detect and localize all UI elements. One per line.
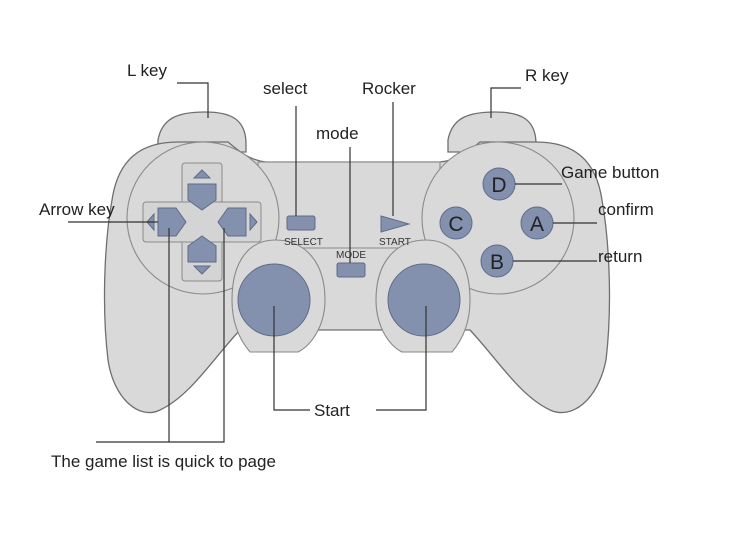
- action-panel: [421, 141, 575, 295]
- label-start: Start: [314, 401, 350, 420]
- button-c-label: C: [448, 213, 463, 236]
- select-button-label: SELECT: [284, 237, 323, 248]
- button-c: [439, 206, 473, 240]
- label-return: return: [598, 247, 642, 266]
- dpad-right-icon: [249, 212, 258, 232]
- leader-quick-page-right: [169, 228, 225, 443]
- start-button: [380, 215, 411, 233]
- dpad-down-key: [187, 235, 217, 263]
- label-mode: mode: [316, 124, 359, 143]
- label-confirm: confirm: [598, 200, 654, 219]
- select-button: [286, 215, 316, 231]
- center-panel: [257, 161, 441, 249]
- mode-button: [336, 262, 366, 278]
- button-d-label: D: [491, 174, 506, 197]
- label-game-button: Game button: [561, 163, 659, 182]
- dpad-down-icon: [192, 265, 212, 275]
- mode-button-label: MODE: [336, 250, 366, 261]
- dpad-right-key: [217, 207, 247, 237]
- label-quick-page: The game list is quick to page: [51, 452, 276, 471]
- label-r-key: R key: [525, 66, 569, 85]
- leader-r-key: [490, 87, 521, 118]
- dpad-up-key: [187, 183, 217, 211]
- button-b-label: B: [490, 251, 504, 274]
- start-button-label: START: [379, 237, 411, 248]
- leader-start-right: [376, 306, 427, 411]
- dpad-up-icon: [192, 169, 212, 179]
- dpad-left-key: [157, 207, 187, 237]
- label-l-key: L key: [127, 61, 168, 80]
- label-select: select: [263, 79, 308, 98]
- label-arrow-key: Arrow key: [39, 200, 115, 219]
- leader-start-left: [273, 306, 310, 411]
- button-a-label: A: [530, 213, 544, 236]
- label-rocker: Rocker: [362, 79, 416, 98]
- right-analog-stick: [387, 263, 461, 337]
- leader-l-key: [177, 82, 209, 118]
